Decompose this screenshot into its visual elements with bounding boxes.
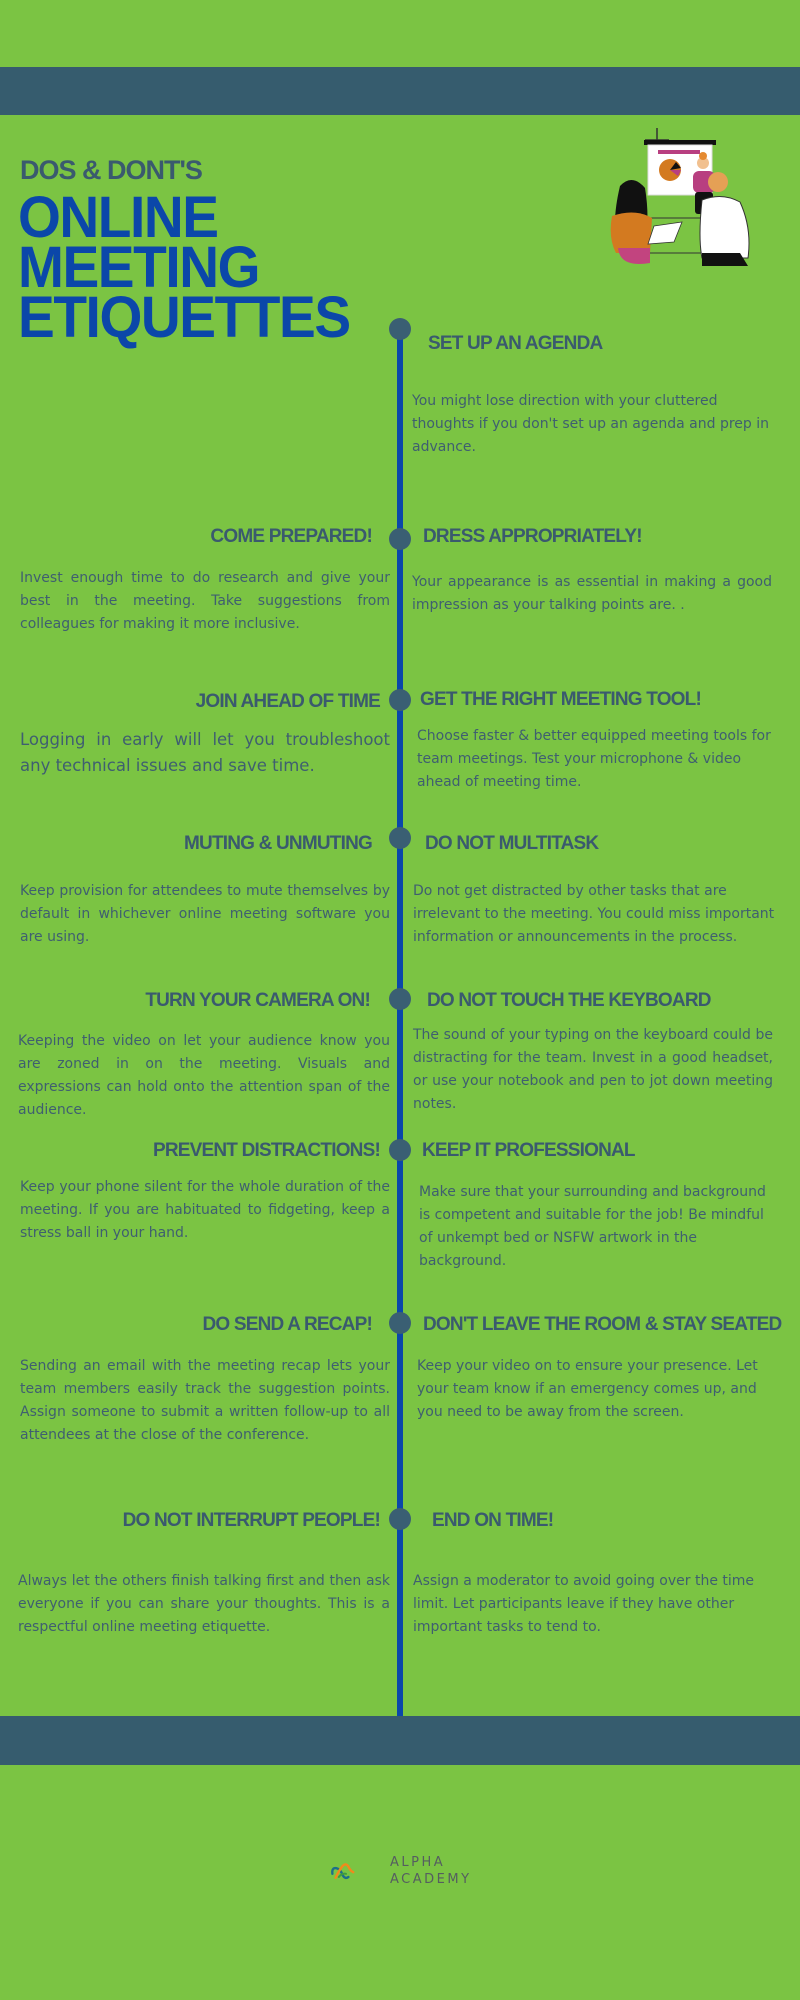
timeline-dot [389,1139,411,1161]
title-line-3: ETIQUETTES [18,285,351,350]
item-body: Do not get distracted by other tasks tha… [413,883,775,945]
brand-name: ALPHA ACADEMY [390,1854,472,1888]
item-heading: SET UP AN AGENDA [428,333,603,354]
brand-line-1: ALPHA [390,1855,446,1870]
brand-line-2: ACADEMY [390,1872,472,1887]
item-body: Always let the others finish talking fir… [18,1573,390,1635]
title-line-2: MEETING [18,235,260,300]
item-heading: PREVENT DISTRACTIONS! [152,1140,381,1161]
item-body: Keep provision for attendees to mute the… [20,883,390,945]
alpha-academy-logo-icon [331,1863,355,1880]
item-body: Assign a moderator to avoid going over t… [413,1573,755,1635]
item-body: The sound of your typing on the keyboard… [413,1027,773,1112]
item-heading: DO SEND A RECAP! [202,1314,373,1335]
item-heading: DON'T LEAVE THE ROOM & STAY SEATED [423,1314,782,1335]
timeline-dot [389,988,411,1010]
item-heading: GET THE RIGHT MEETING TOOL! [420,689,702,710]
item-heading: DO NOT MULTITASK [425,833,599,854]
meeting-presentation-illustration [610,128,750,266]
item-heading: COME PREPARED! [210,526,372,547]
timeline-line [397,328,403,1718]
timeline-dot [389,1508,411,1530]
title-line-1: ONLINE [18,185,219,250]
timeline-dot [389,318,411,340]
page-title: ONLINE MEETING ETIQUETTES [18,185,367,350]
item-heading: DO NOT INTERRUPT PEOPLE! [122,1510,381,1531]
item-heading: KEEP IT PROFESSIONAL [422,1140,636,1161]
item-body: Sending an email with the meeting recap … [20,1358,390,1443]
item-body: Your appearance is as essential in makin… [412,574,772,613]
item-heading: MUTING & UNMUTING [184,833,373,854]
item-body: Keep your video on to ensure your presen… [417,1358,758,1420]
item-heading: DO NOT TOUCH THE KEYBOARD [427,990,711,1011]
item-heading: JOIN AHEAD OF TIME [195,691,381,712]
item-body: Choose faster & better equipped meeting … [417,728,771,790]
subtitle: DOS & DONT'S [20,155,203,185]
timeline-dot [389,528,411,550]
item-heading: END ON TIME! [432,1510,554,1531]
item-body: Keeping the video on let your audience k… [18,1033,390,1118]
bottom-band [0,1716,800,1765]
item-body: You might lose direction with your clutt… [412,393,770,455]
item-body: Keep your phone silent for the whole dur… [20,1179,390,1241]
timeline-dot [389,827,411,849]
item-body: Logging in early will let you troublesho… [20,730,390,775]
item-body: Make sure that your surrounding and back… [419,1184,766,1269]
timeline-dot [389,1312,411,1334]
timeline-dot [389,689,411,711]
item-heading: TURN YOUR CAMERA ON! [145,990,370,1011]
item-heading: DRESS APPROPRIATELY! [423,526,643,547]
item-body: Invest enough time to do research and gi… [20,570,390,632]
top-band [0,67,800,115]
